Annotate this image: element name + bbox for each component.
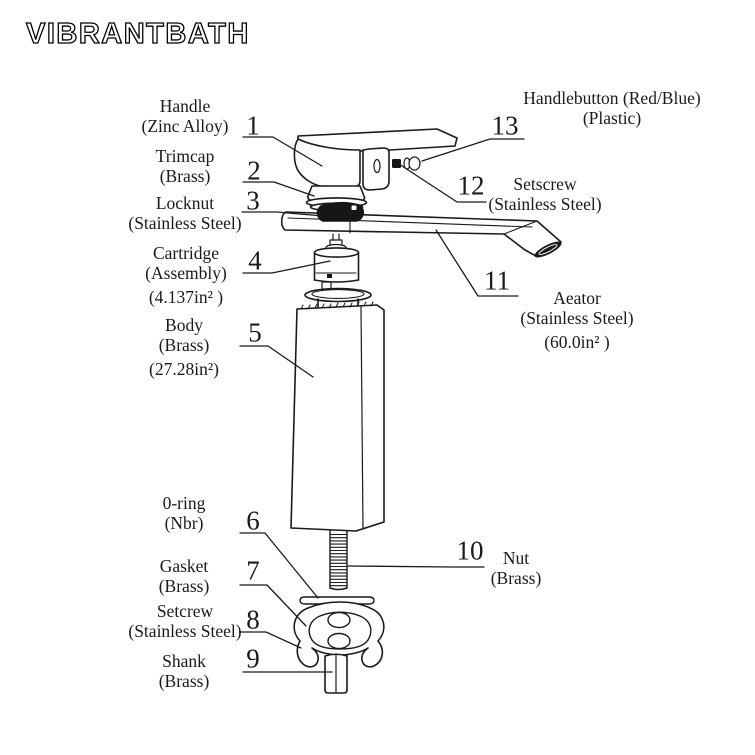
part-area: (60.0in² ) — [544, 332, 610, 352]
leader-10 — [347, 565, 485, 568]
part-material: (Brass) — [158, 335, 210, 355]
callout-number-gasket: 7 — [246, 555, 260, 586]
part-material: (Assembly) — [145, 263, 227, 283]
callout-number-handlebutton: 13 — [491, 110, 519, 141]
part-label-oring: 0-ring (Nbr) — [163, 493, 206, 533]
mounting-clamp-drawing — [293, 601, 385, 668]
part-label-setscrew: Setscrew (Stainless Steel) — [488, 174, 601, 214]
brand-logo-text: VIBRANTBATH — [26, 18, 250, 50]
part-name: Shank — [162, 651, 206, 671]
leader-7 — [239, 584, 307, 627]
leader-13 — [421, 138, 525, 162]
part-material: (Brass) — [158, 671, 210, 691]
locknut-drawing — [316, 201, 365, 222]
cartridge-drawing — [313, 233, 360, 291]
handle-hole — [373, 158, 381, 174]
part-name: Handle — [159, 96, 211, 116]
part-material: (Brass) — [158, 576, 210, 596]
leader-lines — [239, 136, 525, 673]
leader-2 — [242, 181, 315, 197]
handle-drawing — [293, 128, 458, 191]
part-label-body: Body (Brass) (27.28in²) — [149, 315, 219, 379]
part-name: Setcrew — [156, 601, 214, 621]
handlebutton-part — [403, 156, 421, 171]
threaded-rod-drawing — [329, 530, 348, 591]
part-material: (Stainless Steel) — [128, 213, 242, 233]
callout-number-handle: 1 — [246, 110, 260, 141]
callout-number-locknut: 3 — [246, 185, 260, 216]
part-label-setcrew: Setcrew (Stainless Steel) — [128, 601, 241, 641]
part-area: (27.28in²) — [149, 359, 219, 379]
body-drawing — [290, 301, 385, 532]
part-name: Setscrew — [513, 174, 577, 194]
leader-4 — [242, 260, 331, 274]
part-label-handlebutton: Handlebutton (Red/Blue) (Plastic) — [523, 88, 700, 128]
part-material: (Brass) — [490, 568, 542, 588]
part-name: Gasket — [159, 556, 209, 576]
part-label-trimcap: Trimcap (Brass) — [156, 146, 215, 186]
brand-logo-art: VIBRANTBATH — [25, 17, 250, 50]
part-name: Aeator — [553, 288, 601, 308]
leader-12 — [398, 163, 487, 203]
part-name: Handlebutton (Red/Blue) — [523, 88, 701, 108]
callout-number-cartridge: 4 — [248, 245, 262, 276]
part-label-shank: Shank (Brass) — [159, 651, 210, 691]
part-label-handle: Handle (Zinc Alloy) — [142, 96, 229, 136]
part-material: (Stainless Steel) — [488, 194, 602, 214]
part-label-locknut: Locknut (Stainless Steel) — [128, 193, 241, 233]
leader-3 — [241, 211, 324, 217]
part-material: (Plastic) — [582, 108, 642, 128]
leader-11 — [435, 229, 519, 297]
leader-1 — [242, 136, 323, 167]
part-material: (Stainless Steel) — [128, 621, 242, 641]
callout-number-setcrew: 8 — [246, 604, 260, 635]
part-label-aerator: Aeator (Stainless Steel) (60.0in² ) — [520, 288, 633, 352]
part-material: (Nbr) — [164, 513, 204, 533]
part-name: 0-ring — [162, 493, 206, 513]
part-material: (Zinc Alloy) — [141, 116, 229, 136]
setscrew-part — [392, 159, 401, 168]
callout-number-shank: 9 — [246, 643, 260, 674]
part-name: Body — [165, 315, 203, 335]
part-name: Nut — [502, 548, 530, 568]
part-label-cartridge: Cartridge (Assembly) (4.137in² ) — [145, 243, 227, 307]
part-area: (4.137in² ) — [148, 287, 224, 307]
part-name: Trimcap — [155, 146, 215, 166]
oring-drawing — [299, 596, 375, 605]
callout-number-setscrew: 12 — [457, 170, 485, 201]
aerator-tip — [534, 241, 562, 258]
callout-number-trimcap: 2 — [247, 155, 261, 186]
leader-8 — [239, 631, 302, 649]
part-label-nut: Nut (Brass) — [491, 548, 542, 588]
part-label-gasket: Gasket (Brass) — [159, 556, 210, 596]
shank-drawing — [324, 653, 348, 694]
callout-number-oring: 6 — [246, 505, 260, 536]
brand-logo: VIBRANTBATH — [24, 10, 284, 61]
leader-5 — [239, 345, 314, 378]
part-name: Cartridge — [152, 243, 220, 263]
callout-number-aerator: 11 — [484, 265, 510, 296]
part-name: Locknut — [155, 193, 215, 213]
part-material: (Brass) — [159, 166, 211, 186]
callout-number-body: 5 — [248, 317, 262, 348]
callout-number-nut: 10 — [456, 535, 484, 566]
leader-6 — [239, 532, 319, 599]
part-material: (Stainless Steel) — [520, 308, 634, 328]
